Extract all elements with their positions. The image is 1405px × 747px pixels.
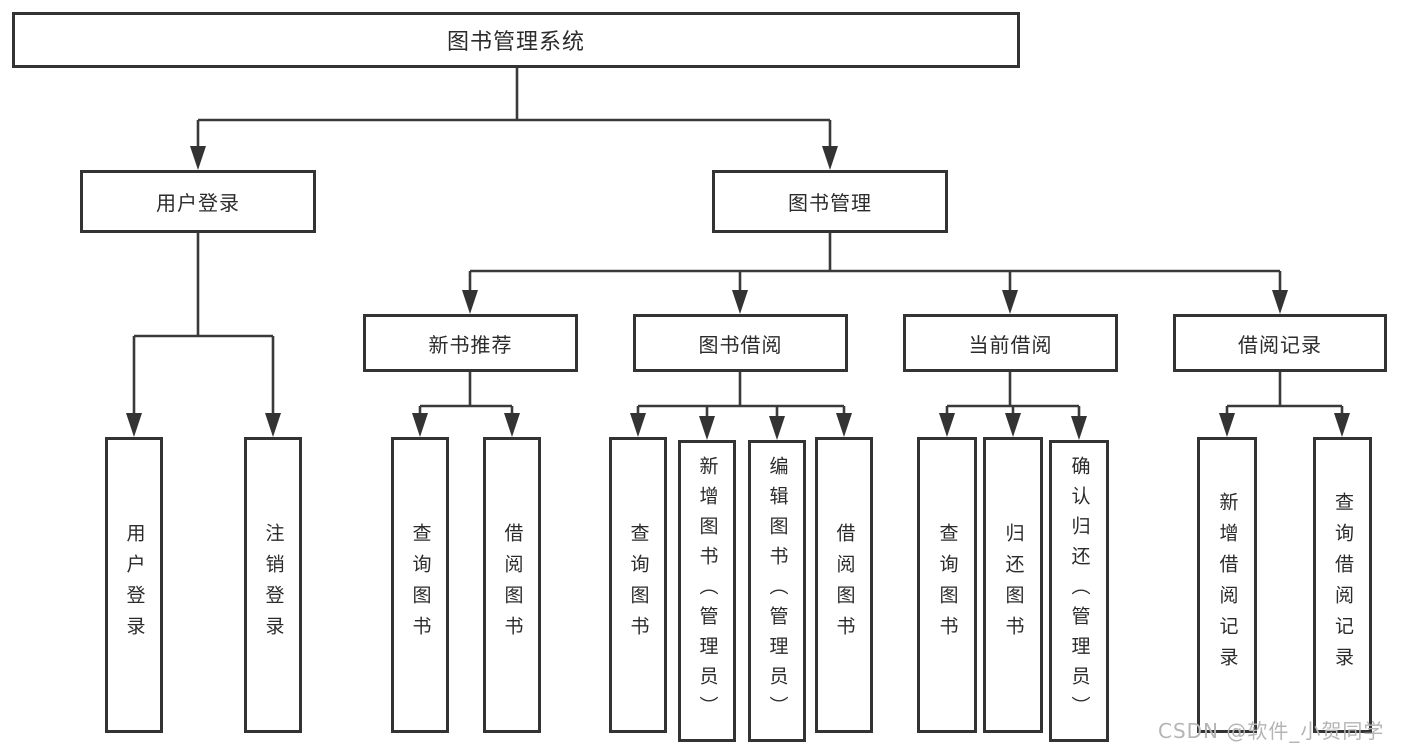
leaf-bb-borrow-books: 借阅图书: [815, 437, 873, 733]
leaf-nb-query-books-label: 查询图书: [409, 523, 432, 647]
leaf-cur-query-books-label: 查询图书: [936, 523, 959, 647]
node-book-management: 图书管理: [712, 170, 948, 233]
leaf-bb-add-books-admin-label: 新增图书（管理员）: [696, 456, 719, 726]
leaf-rec-query-record-label: 查询借阅记录: [1332, 492, 1354, 678]
leaf-rec-add-record: 新增借阅记录: [1197, 437, 1257, 733]
leaf-nb-borrow-books: 借阅图书: [483, 437, 541, 733]
leaf-bb-add-books-admin: 新增图书（管理员）: [678, 440, 736, 742]
leaf-rec-query-record: 查询借阅记录: [1313, 437, 1372, 733]
leaf-logout-label: 注销登录: [262, 523, 285, 647]
leaf-bb-query-books: 查询图书: [609, 437, 667, 733]
leaf-bb-borrow-books-label: 借阅图书: [833, 523, 856, 647]
leaf-bb-query-books-label: 查询图书: [627, 523, 650, 647]
node-user-login: 用户登录: [80, 170, 316, 233]
leaf-logout: 注销登录: [244, 437, 302, 733]
node-root: 图书管理系统: [12, 12, 1020, 68]
leaf-user-login: 用户登录: [105, 437, 163, 733]
leaf-user-login-label: 用户登录: [123, 523, 146, 647]
leaf-cur-return-books: 归还图书: [983, 437, 1043, 733]
leaf-cur-query-books: 查询图书: [917, 437, 977, 733]
leaf-cur-confirm-return-admin-label: 确认归还（管理员）: [1068, 456, 1091, 726]
leaf-rec-add-record-label: 新增借阅记录: [1216, 492, 1239, 678]
watermark: CSDN @软件_小贺同学: [1158, 719, 1385, 743]
leaf-nb-borrow-books-label: 借阅图书: [501, 523, 524, 647]
node-new-book-recommend: 新书推荐: [363, 314, 578, 372]
leaf-cur-confirm-return-admin: 确认归还（管理员）: [1049, 440, 1109, 742]
leaf-cur-return-books-label: 归还图书: [1002, 523, 1025, 647]
leaf-bb-edit-books-admin: 编辑图书（管理员）: [748, 440, 806, 742]
node-book-borrow: 图书借阅: [633, 314, 848, 372]
leaf-bb-edit-books-admin-label: 编辑图书（管理员）: [766, 456, 789, 726]
node-borrow-records: 借阅记录: [1173, 314, 1387, 372]
leaf-nb-query-books: 查询图书: [391, 437, 449, 733]
node-current-borrow: 当前借阅: [903, 314, 1118, 372]
